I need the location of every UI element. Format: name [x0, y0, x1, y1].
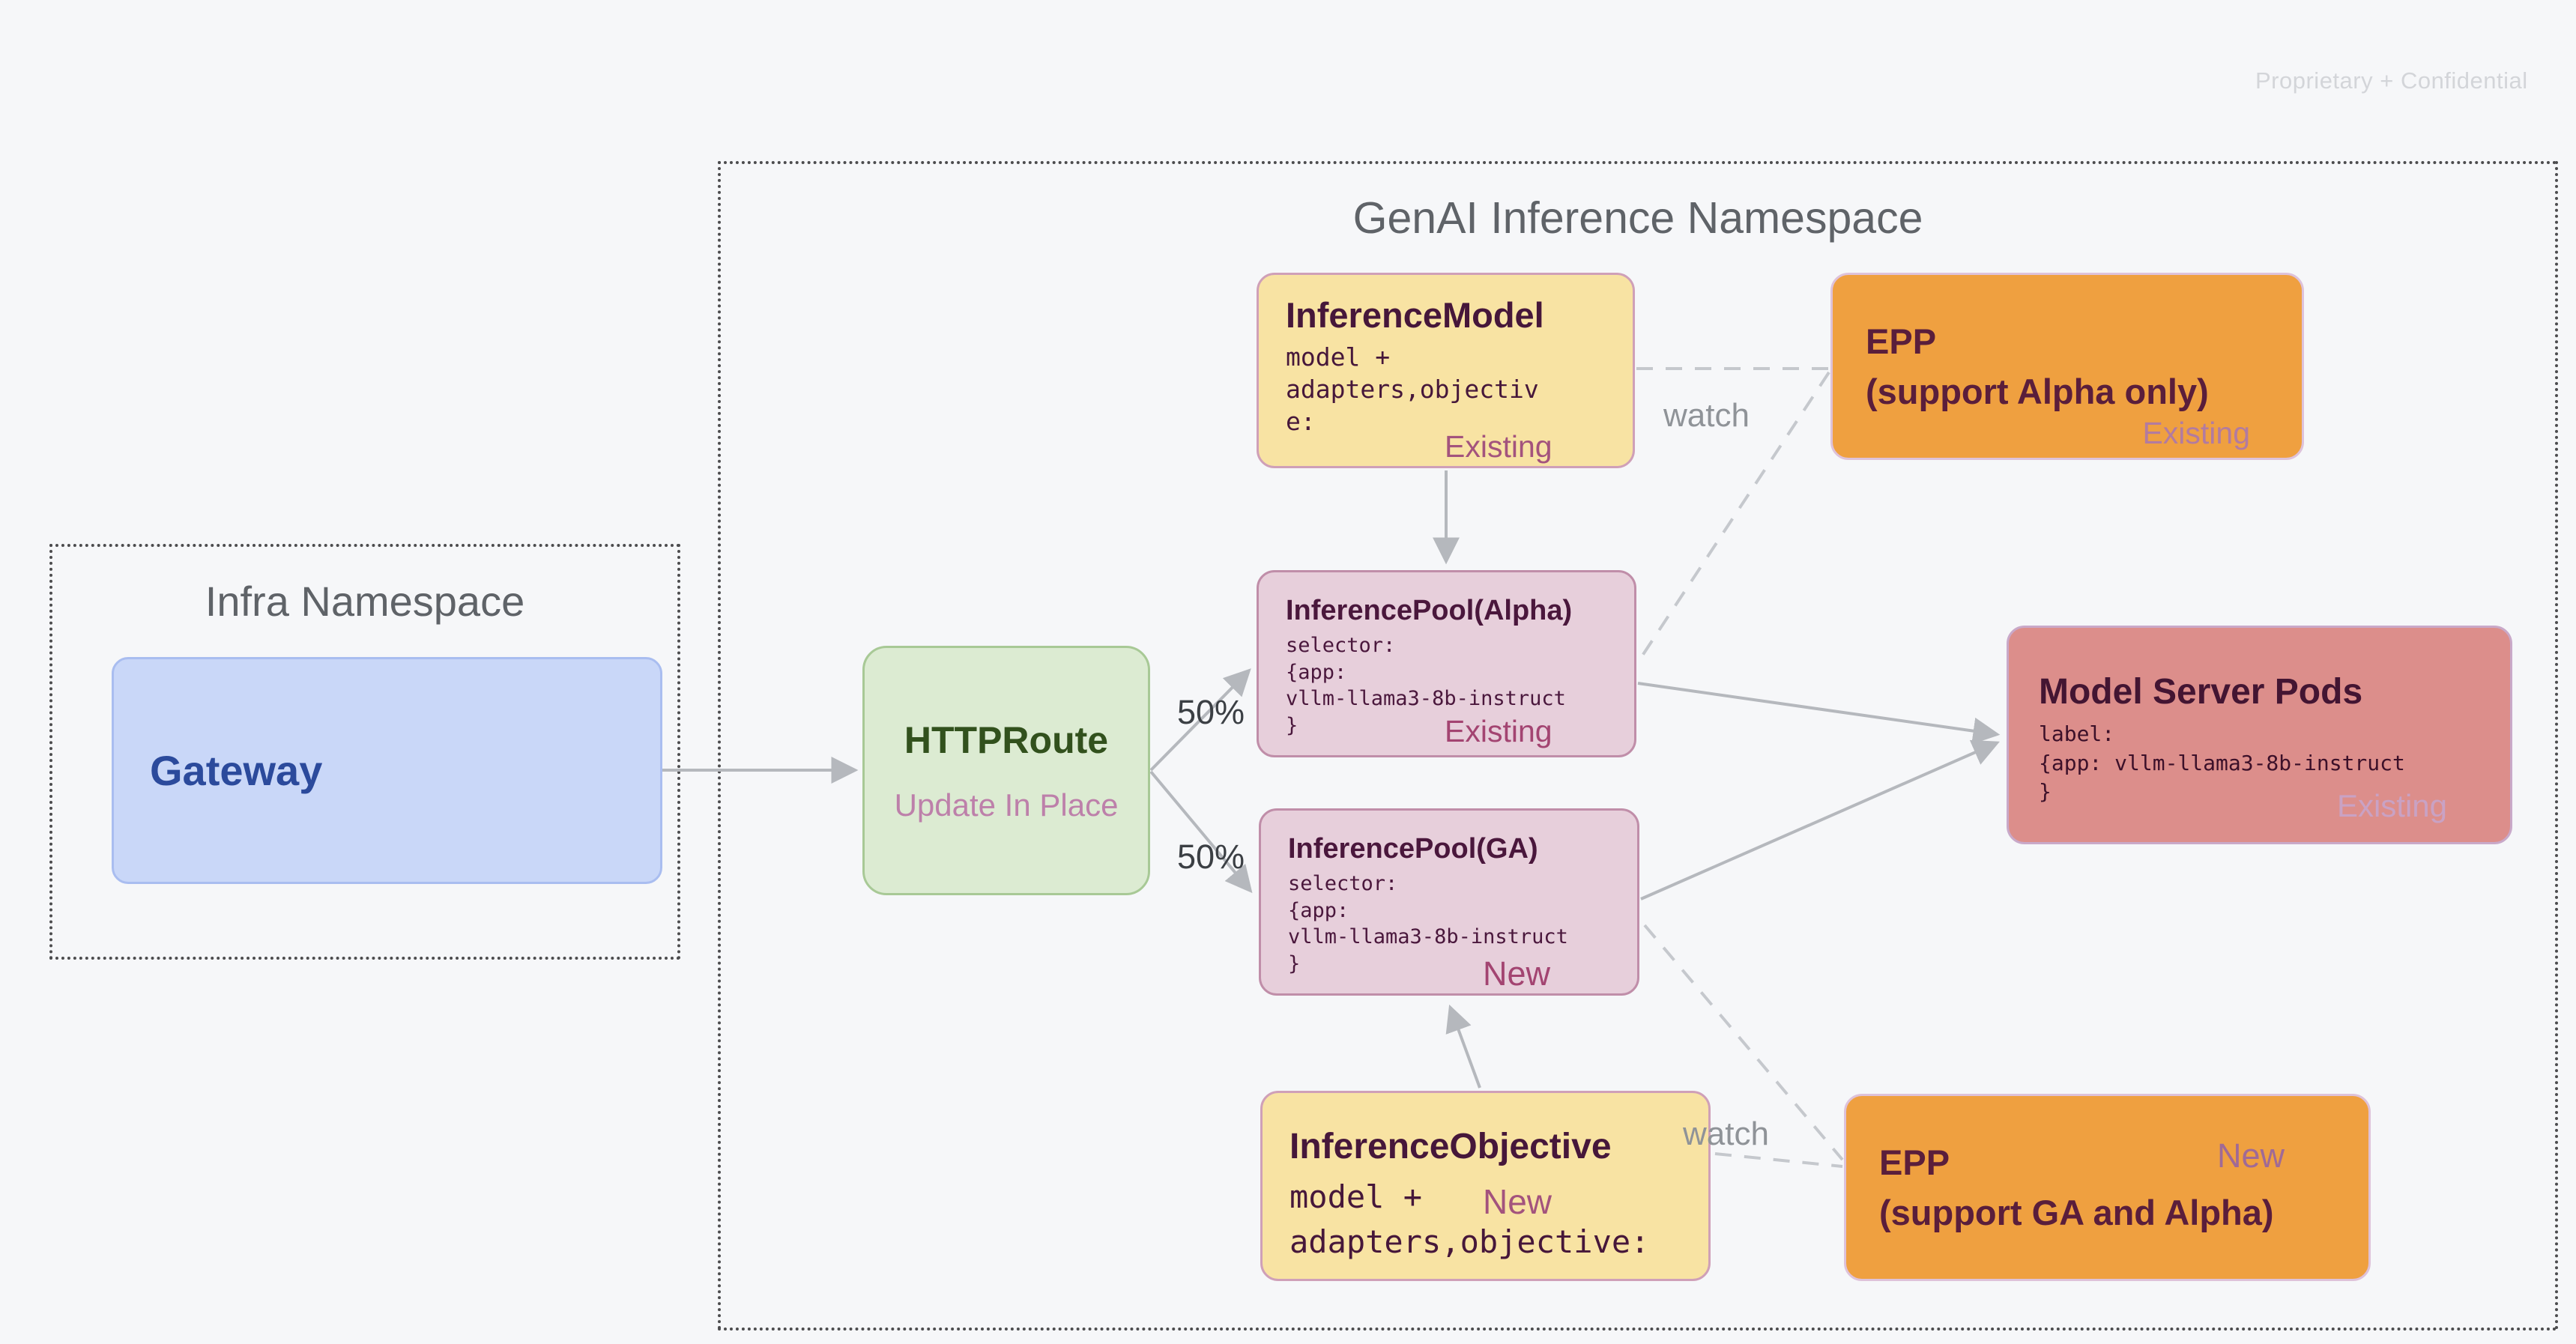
- inference-pool-ga-body: selector: {app: vllm-llama3-8b-instruct …: [1288, 872, 1568, 975]
- inference-pool-alpha-body: selector: {app: vllm-llama3-8b-instruct …: [1286, 634, 1566, 737]
- infra-namespace-container: Infra Namespace: [49, 544, 680, 960]
- edge-watch-inference-objective-to-epp-ga: [1714, 1152, 1843, 1168]
- epp-ga-node: EPP (support GA and Alpha) New: [1844, 1094, 2371, 1281]
- inference-objective-body-line1: model +: [1289, 1178, 1423, 1215]
- epp-ga-status-badge: New: [2216, 1136, 2285, 1175]
- route-split-top-percent-label: 50%: [1177, 693, 1245, 731]
- edge-watch-pool-ga-to-epp-ga: [1643, 924, 1844, 1161]
- edge-httproute-to-pool-ga: [1149, 770, 1253, 894]
- edge-pool-alpha-to-model-server-pods: [1637, 682, 2001, 745]
- edge-inference-objective-to-pool-ga: [1445, 1004, 1481, 1089]
- inference-objective-node: InferenceObjective model + adapters,obje…: [1260, 1091, 1711, 1281]
- httproute-node: HTTPRoute Update In Place: [862, 646, 1150, 895]
- inference-pool-alpha-node: InferencePool(Alpha) selector: {app: vll…: [1257, 570, 1636, 757]
- genai-namespace-title: GenAI Inference Namespace: [1352, 193, 1923, 243]
- edge-httproute-to-pool-alpha: [1149, 668, 1251, 772]
- epp-alpha-status-badge: Existing: [2142, 416, 2250, 450]
- inference-objective-status-badge: New: [1483, 1182, 1552, 1221]
- epp-alpha-title: EPP: [1866, 321, 1937, 361]
- inference-pool-ga-node: InferencePool(GA) selector: {app: vllm-l…: [1259, 808, 1639, 996]
- model-server-pods-title: Model Server Pods: [2039, 672, 2363, 712]
- edge-pool-ga-to-model-server-pods: [1640, 739, 2000, 900]
- gateway-title: Gateway: [150, 747, 323, 794]
- epp-alpha-node: EPP (support Alpha only) Existing: [1830, 273, 2304, 460]
- model-server-pods-node: Model Server Pods label: {app: vllm-llam…: [2007, 626, 2512, 844]
- gateway-node: Gateway: [112, 657, 662, 884]
- httproute-update-label: Update In Place: [894, 787, 1119, 823]
- epp-alpha-subtitle: (support Alpha only): [1866, 372, 2209, 411]
- inference-model-status-badge: Existing: [1445, 429, 1552, 464]
- inference-objective-body-line2: adapters,objective:: [1289, 1223, 1650, 1260]
- watch-top-label: watch: [1663, 397, 1750, 434]
- httproute-title: HTTPRoute: [904, 718, 1109, 761]
- inference-model-node: InferenceModel model + adapters,objectiv…: [1257, 273, 1635, 468]
- genai-namespace-container: GenAI Inference Namespace: [718, 161, 2558, 1331]
- inference-objective-title: InferenceObjective: [1289, 1127, 1612, 1166]
- inference-pool-ga-status-badge: New: [1483, 954, 1551, 993]
- inference-model-title: InferenceModel: [1286, 295, 1544, 335]
- route-split-bottom-percent-label: 50%: [1177, 838, 1245, 876]
- inference-pool-alpha-status-badge: Existing: [1445, 714, 1552, 748]
- inference-model-body: model + adapters,objectiv e:: [1286, 342, 1539, 436]
- model-server-pods-status-badge: Existing: [2336, 788, 2447, 823]
- infra-namespace-title: Infra Namespace: [205, 578, 525, 625]
- epp-ga-subtitle: (support GA and Alpha): [1879, 1193, 2274, 1232]
- model-server-pods-body: label: {app: vllm-llama3-8b-instruct }: [2039, 721, 2405, 805]
- confidential-watermark: Proprietary + Confidential: [2255, 67, 2528, 94]
- inference-pool-ga-title: InferencePool(GA): [1288, 833, 1538, 865]
- watch-bottom-label: watch: [1683, 1116, 1769, 1152]
- epp-ga-title: EPP: [1879, 1142, 1950, 1182]
- inference-pool-alpha-title: InferencePool(Alpha): [1286, 595, 1573, 626]
